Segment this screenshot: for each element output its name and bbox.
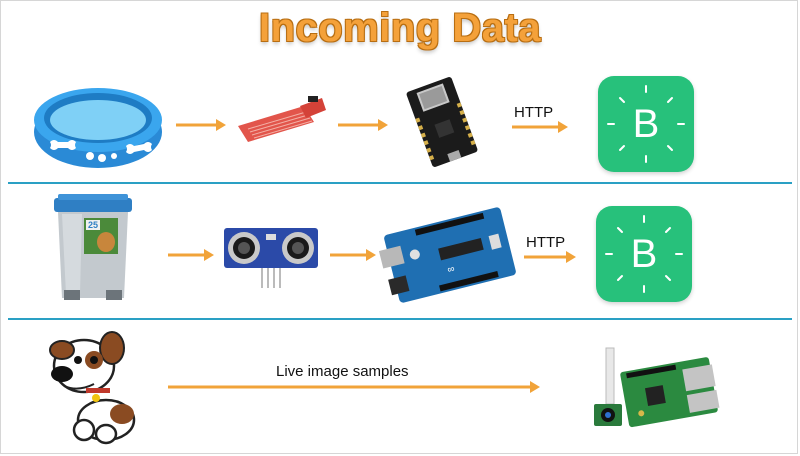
arrow-2b bbox=[330, 249, 376, 261]
arrow-1c bbox=[512, 121, 568, 133]
http-label-2: HTTP bbox=[526, 234, 566, 251]
raspberry-pi-camera-icon bbox=[594, 347, 720, 428]
blynk-letter: B bbox=[630, 232, 658, 276]
arrow-2c bbox=[524, 251, 576, 263]
http-label-1: HTTP bbox=[514, 104, 554, 121]
dog-icon bbox=[49, 331, 136, 445]
water-level-sensor-icon bbox=[238, 96, 326, 142]
water-bowl-icon bbox=[34, 88, 162, 168]
blynk-rays-icon bbox=[607, 85, 685, 163]
arduino-uno-board-icon: ∞ bbox=[378, 207, 516, 303]
blynk-letter: B bbox=[632, 102, 660, 146]
diagram-title: Incoming Data bbox=[258, 6, 542, 50]
arrow-1a bbox=[176, 119, 226, 131]
blynk-rays-icon bbox=[605, 215, 683, 293]
row-divider-1 bbox=[8, 182, 792, 184]
ultrasonic-sensor-icon bbox=[224, 228, 318, 288]
svg-text:∞: ∞ bbox=[446, 263, 456, 275]
arrow-3 bbox=[168, 381, 540, 393]
arrow-2a bbox=[168, 249, 214, 261]
nodemcu-board-icon bbox=[406, 77, 478, 167]
food-container-icon: 25 bbox=[54, 194, 132, 300]
blynk-app-icon-2: B bbox=[596, 206, 692, 302]
food-bag-label: 25 bbox=[88, 220, 98, 230]
row-divider-2 bbox=[8, 318, 792, 320]
blynk-app-icon-1: B bbox=[598, 76, 694, 172]
live-image-caption: Live image samples bbox=[276, 363, 409, 380]
arrow-1b bbox=[338, 119, 388, 131]
